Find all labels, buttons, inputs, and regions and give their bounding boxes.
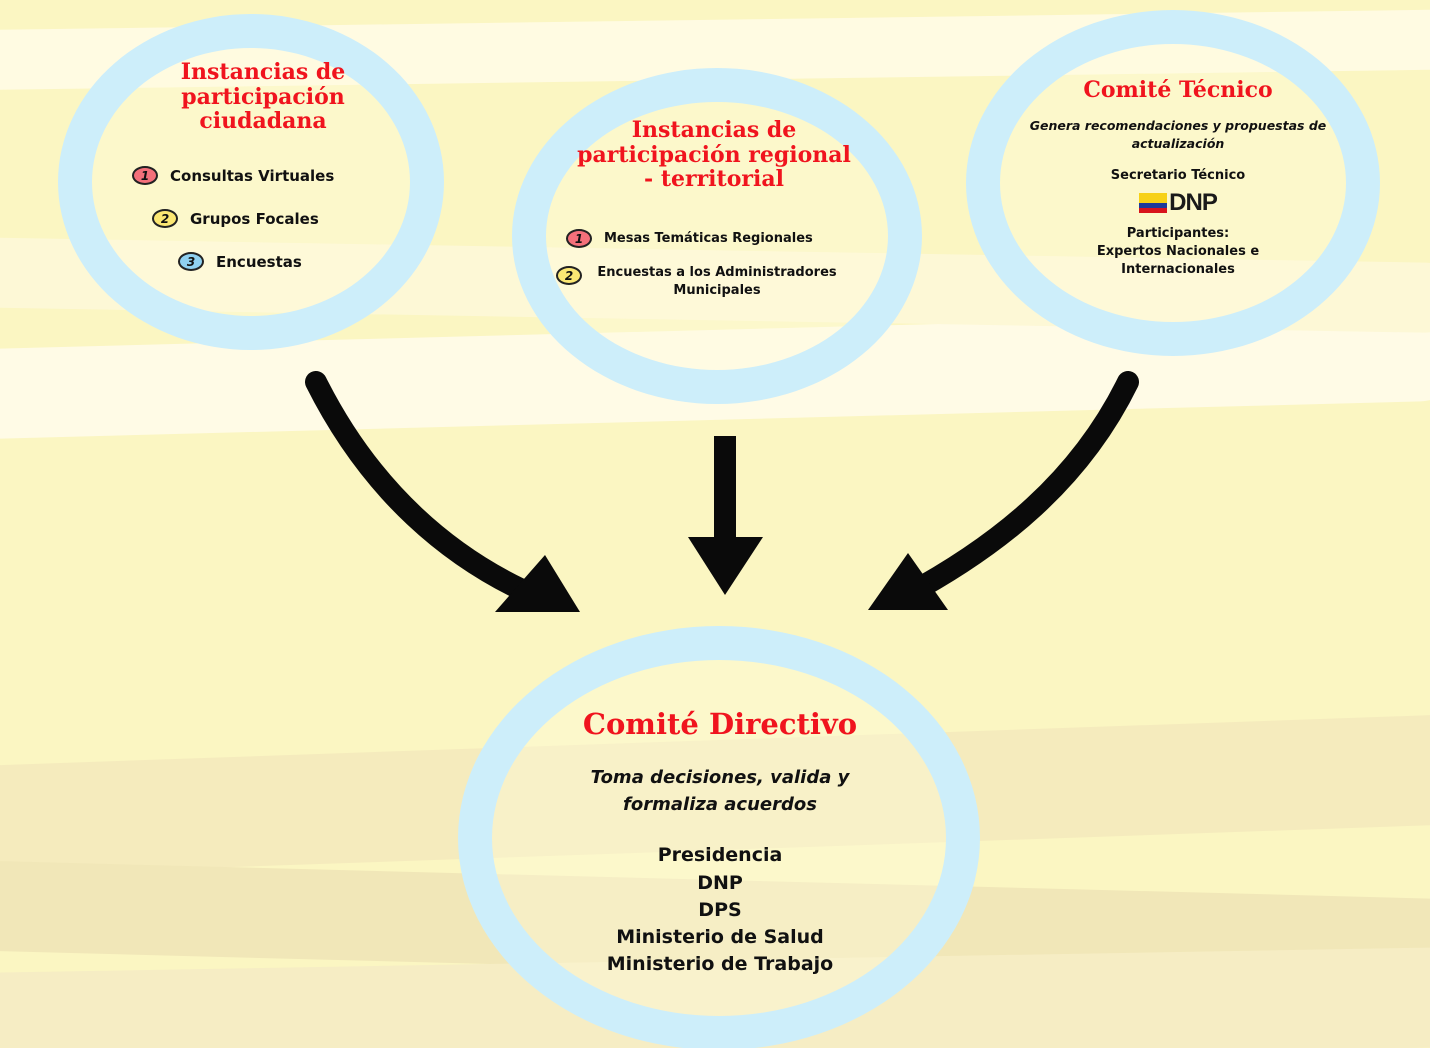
member-item: Ministerio de Salud xyxy=(616,925,824,948)
node-title: Instancias de participación regional - t… xyxy=(552,118,876,192)
node-tecnico: Comité Técnico Genera recomendaciones y … xyxy=(1020,78,1336,280)
number-badge-3: 3 xyxy=(178,252,204,271)
title-line: participación xyxy=(181,83,345,110)
node-title: Instancias de participación ciudadana xyxy=(120,60,406,134)
arrow-left-head xyxy=(495,555,580,612)
item-label: Mesas Temáticas Regionales xyxy=(604,231,813,246)
item-label: Grupos Focales xyxy=(190,209,319,228)
node-ciudadana: Instancias de participación ciudadana xyxy=(120,60,406,134)
node-title: Comité Técnico xyxy=(1083,77,1273,103)
logo-text: DNP xyxy=(1169,189,1218,217)
dnp-logo: DNP xyxy=(1020,191,1336,215)
title-line: - territorial xyxy=(644,166,784,193)
secretario-label: Secretario Técnico xyxy=(1110,167,1246,183)
number-badge-1: 1 xyxy=(132,166,158,185)
node-title: Comité Directivo xyxy=(582,707,858,741)
member-item: Ministerio de Trabajo xyxy=(606,953,834,976)
member-item: Presidencia xyxy=(657,844,783,867)
arrow-left xyxy=(305,371,551,609)
number-badge-2: 2 xyxy=(152,209,178,228)
arrow-center-head xyxy=(688,537,763,595)
description-line: Toma decisiones, valida y xyxy=(590,767,850,789)
participantes-line: Internacionales xyxy=(1121,262,1235,278)
list-item: 3 Encuestas xyxy=(178,252,302,271)
number-badge-2: 2 xyxy=(556,266,582,285)
participantes-label: Participantes: xyxy=(1126,226,1230,242)
members-list: Presidencia DNP DPS Ministerio de Salud … xyxy=(520,842,920,978)
title-line: Instancias de xyxy=(631,117,797,143)
title-line: Instancias de xyxy=(180,59,346,85)
member-item: DNP xyxy=(697,871,743,894)
node-description: Genera recomendaciones y propuestas de a… xyxy=(1029,117,1327,151)
participantes-line: Expertos Nacionales e xyxy=(1096,244,1260,260)
item-label: Consultas Virtuales xyxy=(170,166,335,185)
item-label: Encuestas xyxy=(216,252,302,271)
title-line: participación regional xyxy=(577,141,851,168)
colombia-flag-icon xyxy=(1139,193,1168,214)
list-item: 1 Consultas Virtuales xyxy=(132,166,334,185)
title-line: ciudadana xyxy=(199,108,327,135)
member-item: DPS xyxy=(698,898,742,921)
node-directivo: Comité Directivo Toma decisiones, valida… xyxy=(520,708,920,978)
arrow-right-head xyxy=(868,553,948,610)
node-description: Toma decisiones, valida y formaliza acue… xyxy=(520,764,920,818)
description-line: formaliza acuerdos xyxy=(623,794,817,816)
arrow-right xyxy=(894,371,1139,607)
item-label: Encuestas a los Administradores Municipa… xyxy=(597,265,837,298)
node-regional: Instancias de participación regional - t… xyxy=(552,118,876,192)
list-item: 1 Mesas Temáticas Regionales xyxy=(566,229,813,248)
list-item: 2 Encuestas a los Administradores Munici… xyxy=(556,264,848,299)
list-item: 2 Grupos Focales xyxy=(152,209,319,228)
number-badge-1: 1 xyxy=(566,229,592,248)
